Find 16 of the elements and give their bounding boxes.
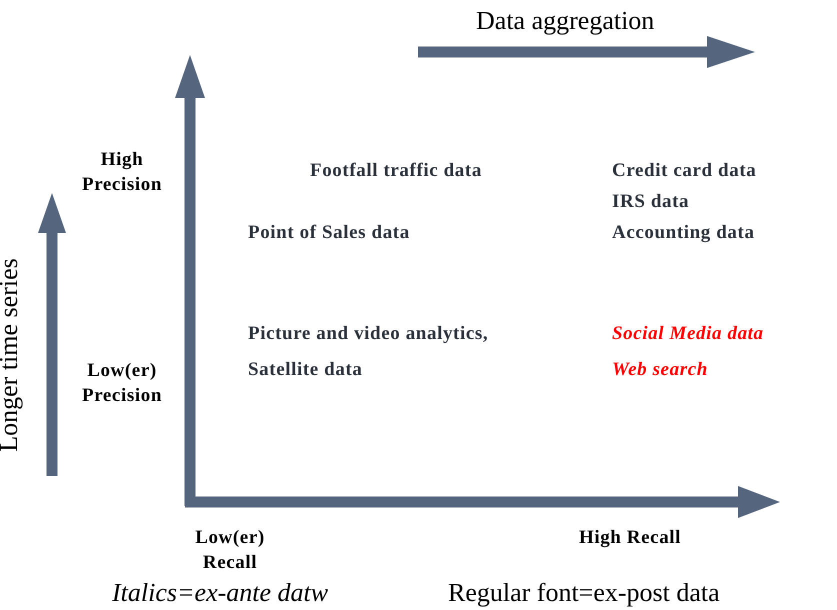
data-label: Satellite data: [248, 359, 362, 381]
data-label: Picture and video analytics,: [248, 323, 488, 345]
data-label: Credit card data: [612, 160, 756, 182]
data-label: Point of Sales data: [248, 222, 410, 244]
data-label: Accounting data: [612, 222, 755, 244]
data-label: Web search: [612, 359, 708, 381]
axis-label: Low(er) Recall: [194, 526, 266, 575]
data-label: IRS data: [612, 191, 690, 213]
axis-title: Data aggregation: [476, 6, 654, 36]
legend-note: Regular font=ex-post data: [448, 578, 720, 608]
axis-label: High Recall: [578, 526, 682, 550]
axis-label: High Precision: [81, 148, 163, 197]
data-label: Footfall traffic data: [310, 160, 482, 182]
data-label: Social Media data: [612, 323, 764, 345]
axis-label: Low(er) Precision: [81, 359, 163, 408]
legend-note: Italics=ex-ante datw: [112, 578, 328, 608]
